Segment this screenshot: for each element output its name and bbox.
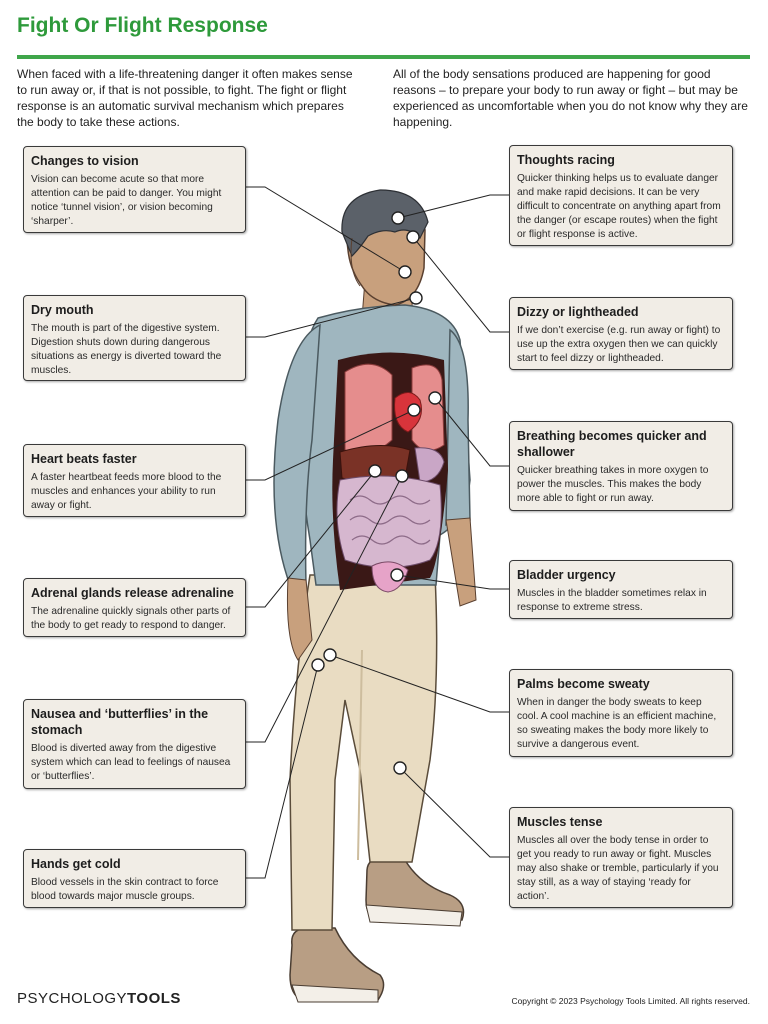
card-title: Dizzy or lightheaded [517,305,639,319]
card-changes-to-vision: Changes to vision Vision can become acut… [23,146,246,233]
marker-mouth [409,291,423,305]
card-text: Quicker thinking helps us to evaluate da… [517,173,721,240]
card-adrenal-glands: Adrenal glands release adrenaline The ad… [23,578,246,637]
card-text: Muscles in the bladder sometimes relax i… [517,588,707,613]
card-muscles-tense: Muscles tense Muscles all over the body … [509,807,733,908]
card-title: Heart beats faster [31,452,137,466]
card-title: Breathing becomes quicker and shallower [517,429,707,459]
logo-text-left: PSYCHOLOGY [17,990,128,1007]
intro-left: When faced with a life-threatening dange… [17,67,353,129]
card-title: Palms become sweaty [517,677,650,691]
card-text: If we don’t exercise (e.g. run away or f… [517,325,721,364]
card-text: The mouth is part of the digestive syste… [31,323,222,376]
marker-bladder [390,568,404,582]
card-thoughts-racing: Thoughts racing Quicker thinking helps u… [509,145,733,246]
card-text: Vision can become acute so that more att… [31,174,222,227]
card-text: A faster heartbeat feeds more blood to t… [31,472,222,511]
card-palms-sweaty: Palms become sweaty When in danger the b… [509,669,733,757]
marker-stomach [395,469,409,483]
card-text: Blood vessels in the skin contract to fo… [31,877,219,902]
card-title: Thoughts racing [517,153,615,167]
card-title: Nausea and ‘butterflies’ in the stomach [31,707,209,737]
card-text: Blood is diverted away from the digestiv… [31,743,231,782]
marker-heart [407,403,421,417]
psychology-tools-logo: PSYCHOLOGYTOOLS [17,990,181,1007]
marker-dizzy [406,230,420,244]
card-title: Dry mouth [31,303,94,317]
card-heart-beats-faster: Heart beats faster A faster heartbeat fe… [23,444,246,517]
marker-palms [323,648,337,662]
marker-breathing [428,391,442,405]
card-breathing-quicker: Breathing becomes quicker and shallower … [509,421,733,511]
card-title: Muscles tense [517,815,603,829]
logo-text-right: TOOLS [127,990,181,1007]
card-hands-get-cold: Hands get cold Blood vessels in the skin… [23,849,246,908]
card-nausea-butterflies: Nausea and ‘butterflies’ in the stomach … [23,699,246,789]
marker-thoughts [391,211,405,225]
page-title: Fight Or Flight Response [17,14,268,37]
card-title: Adrenal glands release adrenaline [31,586,234,600]
card-text: The adrenaline quickly signals other par… [31,606,231,631]
marker-adrenal [368,464,382,478]
card-text: When in danger the body sweats to keep c… [517,697,717,750]
title-divider [17,55,750,59]
card-dizzy-lightheaded: Dizzy or lightheaded If we don’t exercis… [509,297,733,370]
marker-muscles [393,761,407,775]
card-text: Muscles all over the body tense in order… [517,835,719,902]
marker-vision [398,265,412,279]
marker-hands [311,658,325,672]
copyright: Copyright © 2023 Psychology Tools Limite… [511,996,750,1006]
card-dry-mouth: Dry mouth The mouth is part of the diges… [23,295,246,381]
card-text: Quicker breathing takes in more oxygen t… [517,465,709,504]
card-title: Bladder urgency [517,568,616,582]
card-title: Hands get cold [31,857,121,871]
card-bladder-urgency: Bladder urgency Muscles in the bladder s… [509,560,733,619]
card-title: Changes to vision [31,154,139,168]
intro-right: All of the body sensations produced are … [393,67,748,129]
